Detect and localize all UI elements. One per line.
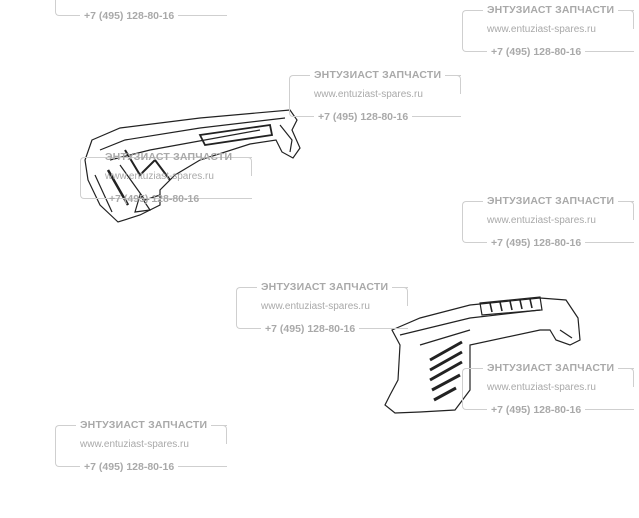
part-housing-left bbox=[84, 109, 301, 223]
part-housing-right bbox=[384, 296, 581, 414]
watermark-1: ЭНТУЗИАСТ ЗАПЧАСТИwww.entuziast-spares.r… bbox=[55, 0, 227, 22]
